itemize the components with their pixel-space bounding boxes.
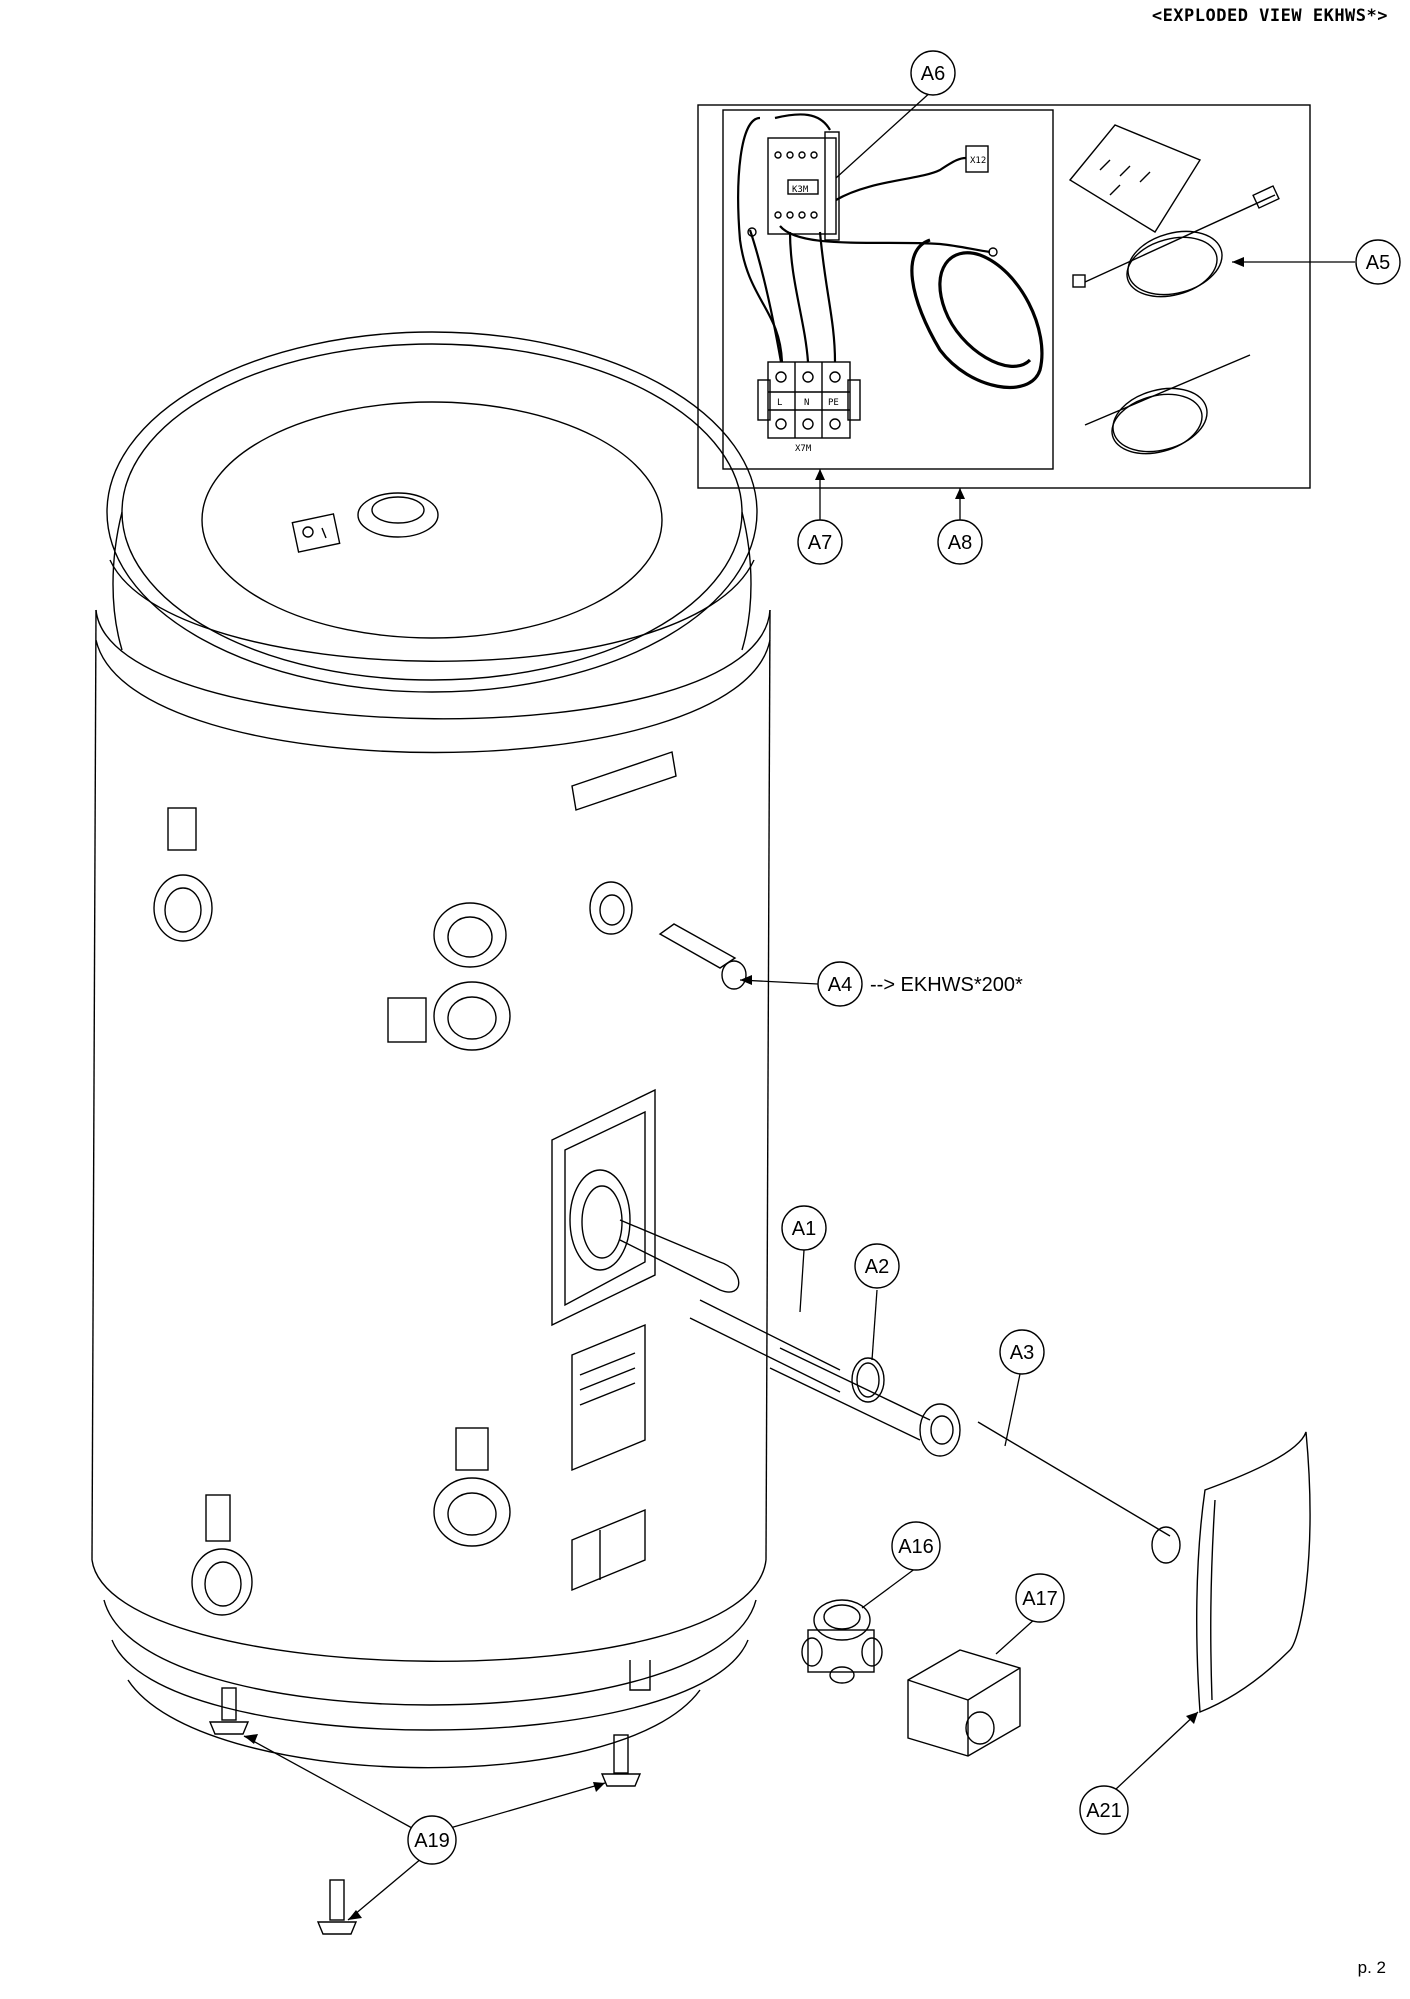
heater-housing: [551, 1088, 656, 1327]
terminal-block-x7m: L N PE X7M: [757, 361, 861, 454]
callout-a6[interactable]: A6: [910, 50, 956, 96]
callout-a3[interactable]: A3: [999, 1329, 1045, 1375]
feet-a19: [208, 1687, 642, 1935]
callout-a4-label: A4: [828, 974, 852, 996]
cover-a21: [1196, 1431, 1311, 1714]
callout-a5-label: A5: [1366, 252, 1390, 274]
tank-body: [91, 331, 771, 1769]
relay-k3m: K3M: [767, 131, 840, 241]
callout-a5[interactable]: A5: [1355, 239, 1401, 285]
callout-a8[interactable]: A8: [937, 519, 983, 565]
callout-a7[interactable]: A7: [797, 519, 843, 565]
callout-a2-label: A2: [865, 1256, 889, 1278]
leader-lines: [243, 89, 1355, 1921]
callout-a4[interactable]: A4: [817, 961, 863, 1007]
callout-a3-label: A3: [1010, 1342, 1034, 1364]
callout-a1-label: A1: [792, 1218, 816, 1240]
page-number: p. 2: [1357, 1958, 1386, 1977]
wiring-kit-frame: [697, 104, 1311, 489]
actuator-a17: [907, 1649, 1021, 1757]
brand-plate: [571, 751, 677, 811]
callout-a1[interactable]: A1: [781, 1205, 827, 1251]
wiring-harness: [737, 113, 1044, 389]
callout-a6-label: A6: [921, 63, 945, 85]
rating-label: [571, 1323, 646, 1592]
o-ring-a2: [851, 1357, 885, 1403]
callout-a17-label: A17: [1022, 1588, 1058, 1610]
connector-x12: X12: [965, 145, 989, 173]
page-title: <EXPLODED VIEW EKHWS*>: [1151, 6, 1388, 26]
callout-a2[interactable]: A2: [854, 1243, 900, 1289]
heater-element-a1: [619, 1219, 961, 1457]
terminal-n-label: N: [804, 398, 809, 408]
callout-a19-label: A19: [414, 1830, 450, 1852]
a4-variant-note: --> EKHWS*200*: [870, 974, 1023, 996]
callout-a17[interactable]: A17: [1015, 1573, 1065, 1623]
sensor-kit: [1068, 124, 1280, 455]
callout-a16-label: A16: [898, 1536, 934, 1558]
terminal-pe-label: PE: [828, 398, 839, 408]
callout-a19[interactable]: A19: [407, 1815, 457, 1865]
callout-a8-label: A8: [948, 532, 972, 554]
terminal-label: X7M: [795, 444, 812, 454]
sensor-a4: [658, 923, 747, 990]
connector-label: X12: [970, 156, 986, 166]
thermostat-rod-a3: [977, 1421, 1181, 1564]
callout-a21[interactable]: A21: [1079, 1785, 1129, 1835]
relay-label: K3M: [792, 185, 809, 195]
valve-a16: [801, 1599, 883, 1684]
callout-a7-label: A7: [808, 532, 832, 554]
callout-a21-label: A21: [1086, 1800, 1122, 1822]
tank-ports: [153, 807, 633, 1616]
callout-a16[interactable]: A16: [891, 1521, 941, 1571]
terminal-l-label: L: [777, 398, 782, 408]
